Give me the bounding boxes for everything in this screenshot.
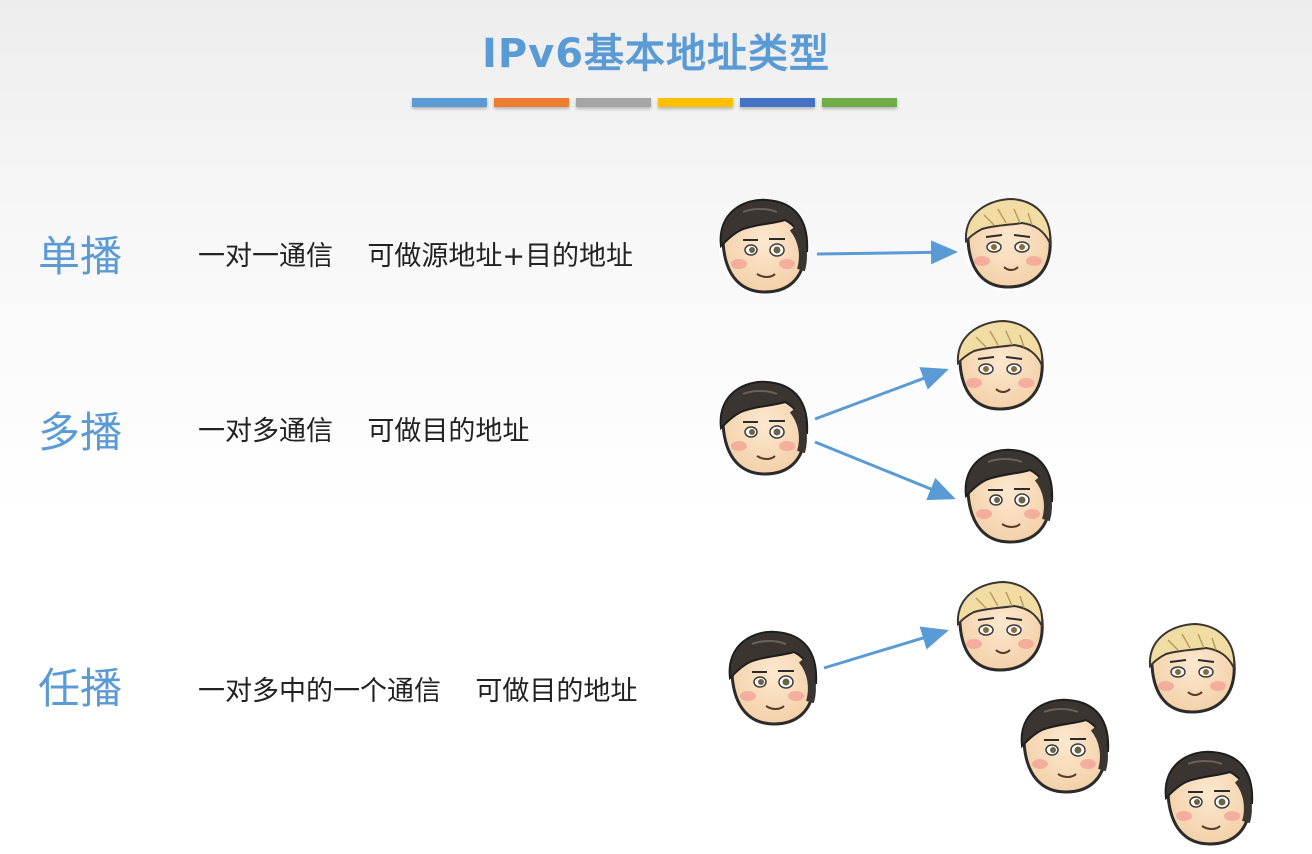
color-bar-segment [494, 98, 569, 107]
dark-haired-face-icon [719, 382, 807, 477]
color-bar-segment [576, 98, 651, 107]
page-title: IPv6基本地址类型 [481, 31, 831, 77]
color-bar-segment [822, 98, 897, 107]
dark-haired-face-icon [1020, 700, 1108, 795]
anycast-arrow [823, 626, 949, 670]
dark-haired-face-icon [964, 450, 1052, 545]
multicast-label: 多播 [38, 408, 123, 457]
dark-haired-face-icon [1164, 752, 1252, 847]
color-bar-segment [412, 98, 487, 107]
dark-haired-face-icon [719, 200, 807, 295]
blond-face-icon [954, 319, 1046, 415]
color-bar-segment [658, 98, 733, 107]
blond-face-icon [954, 580, 1046, 676]
multicast-arrow-upper [814, 367, 949, 421]
blond-face-icon [962, 197, 1054, 293]
anycast-description: 一对多中的一个通信 可做目的地址 [198, 676, 638, 707]
blond-face-icon [1146, 622, 1238, 718]
dark-haired-face-icon [728, 632, 816, 727]
multicast-arrow-lower [814, 440, 956, 501]
unicast-description: 一对一通信 可做源地址+目的地址 [198, 241, 633, 272]
unicast-arrow [816, 240, 958, 265]
anycast-label: 任播 [38, 664, 123, 713]
unicast-label: 单播 [38, 232, 123, 281]
color-bar-segment [740, 98, 815, 107]
multicast-description: 一对多通信 可做目的地址 [198, 416, 530, 447]
title-color-bar [412, 98, 897, 107]
